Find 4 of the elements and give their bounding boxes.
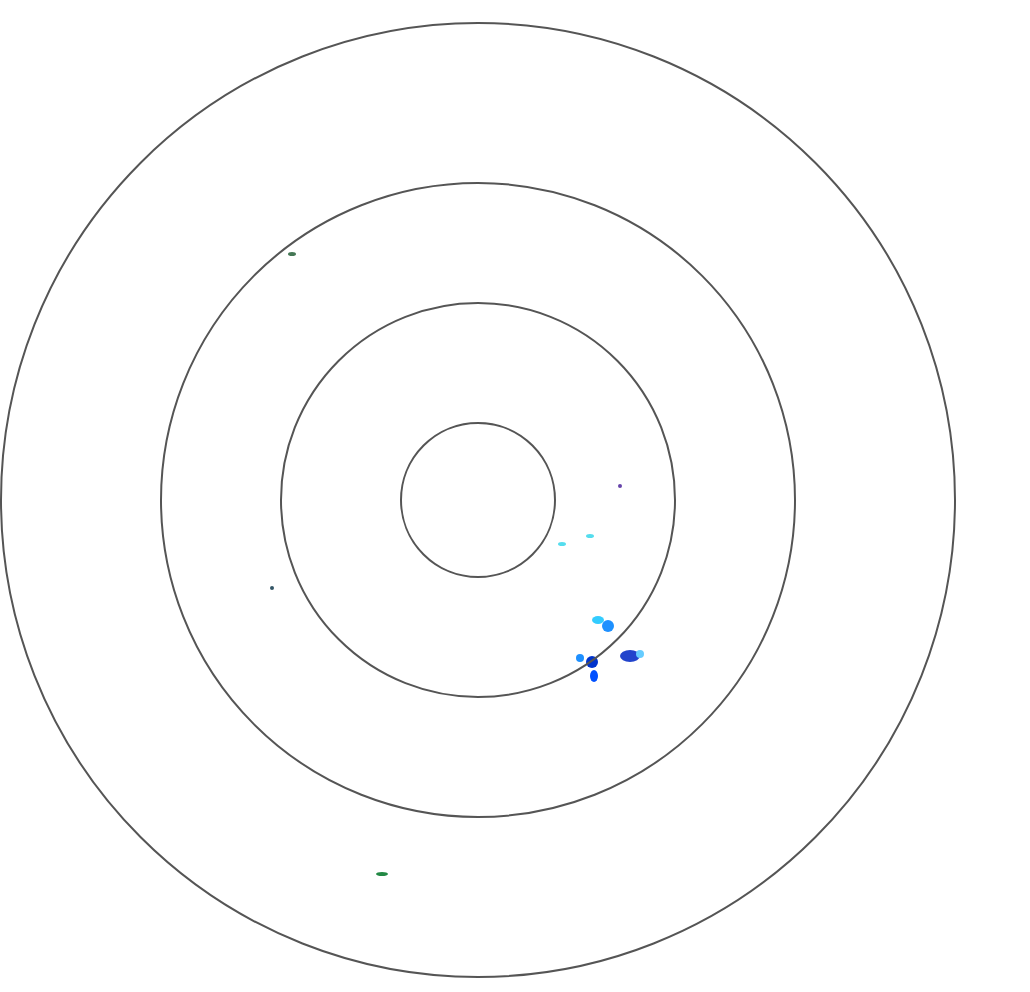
- range-ring: [0, 22, 956, 978]
- range-ring: [160, 182, 796, 818]
- range-ring: [400, 422, 556, 578]
- range-ring: [280, 302, 676, 698]
